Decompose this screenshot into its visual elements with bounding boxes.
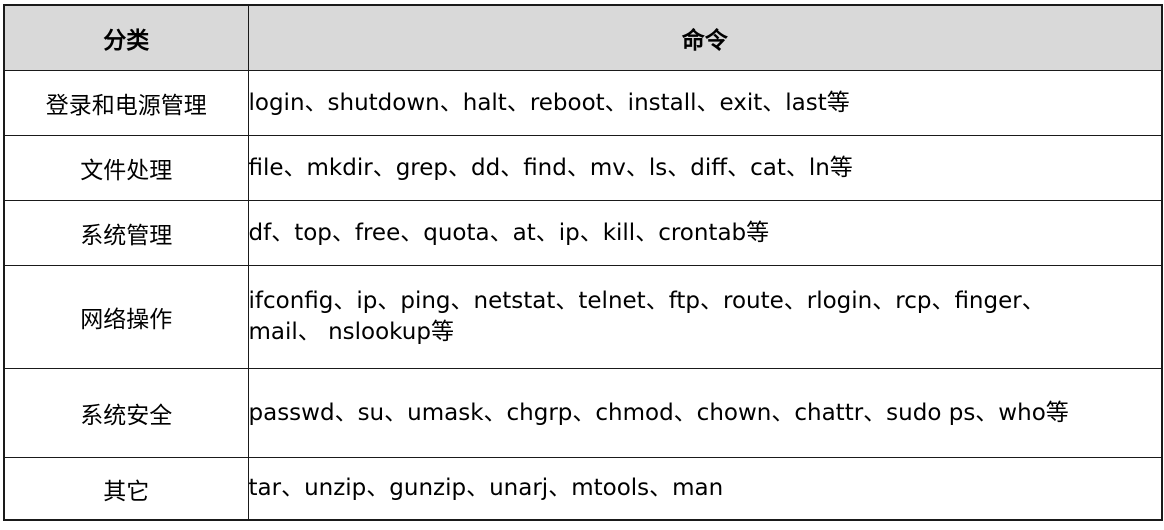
commands-cell: passwd、su、umask、chgrp、chmod、chown、chattr… — [247, 368, 1163, 458]
table-row: 系统安全 passwd、su、umask、chgrp、chmod、chown、c… — [3, 368, 1163, 458]
category-cell: 文件处理 — [3, 135, 249, 201]
table-row: 系统管理 df、top、free、quota、at、ip、kill、cronta… — [3, 200, 1163, 266]
category-cell: 系统管理 — [3, 200, 249, 266]
header-category: 分类 — [3, 4, 249, 71]
table-header: 分类 命令 — [3, 4, 1163, 71]
table-body: 登录和电源管理 login、shutdown、halt、reboot、insta… — [3, 70, 1163, 521]
category-cell: 登录和电源管理 — [3, 70, 249, 136]
command-category-table: 分类 命令 登录和电源管理 login、shutdown、halt、reboot… — [3, 4, 1163, 521]
commands-cell: file、mkdir、grep、dd、find、mv、ls、diff、cat、l… — [247, 135, 1163, 201]
category-cell: 网络操作 — [3, 265, 249, 369]
commands-cell: ifconfig、ip、ping、netstat、telnet、ftp、rout… — [247, 265, 1163, 369]
commands-cell: login、shutdown、halt、reboot、install、exit、… — [247, 70, 1163, 136]
category-cell: 其它 — [3, 457, 249, 521]
header-command: 命令 — [247, 4, 1163, 71]
table-row: 文件处理 file、mkdir、grep、dd、find、mv、ls、diff、… — [3, 135, 1163, 201]
table-row: 网络操作 ifconfig、ip、ping、netstat、telnet、ftp… — [3, 265, 1163, 369]
category-cell: 系统安全 — [3, 368, 249, 458]
header-row: 分类 命令 — [3, 4, 1163, 71]
table-row: 登录和电源管理 login、shutdown、halt、reboot、insta… — [3, 70, 1163, 136]
table-row: 其它 tar、unzip、gunzip、unarj、mtools、man — [3, 457, 1163, 521]
commands-cell: df、top、free、quota、at、ip、kill、crontab等 — [247, 200, 1163, 266]
commands-cell: tar、unzip、gunzip、unarj、mtools、man — [247, 457, 1163, 521]
